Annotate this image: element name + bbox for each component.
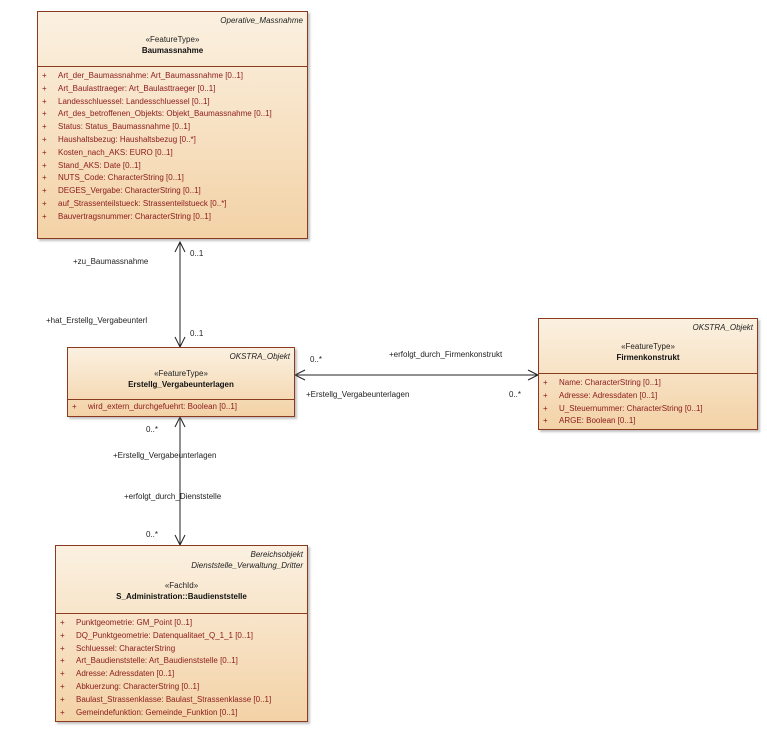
- attribute[interactable]: +DQ_Punktgeometrie: Datenqualitaet_Q_1_1…: [60, 630, 253, 640]
- class-baumassnahme[interactable]: Operative_Massnahme «FeatureType» Baumas…: [37, 11, 308, 239]
- class-name: Baumassnahme: [141, 46, 204, 55]
- attribute[interactable]: +U_Steuernummer: CharacterString [0..1]: [543, 403, 703, 413]
- class-erstellg-vergabeunterlagen[interactable]: OKSTRA_Objekt «FeatureType» Erstellg_Ver…: [67, 347, 295, 417]
- attribute[interactable]: +Landesschluessel: Landesschluessel [0..…: [42, 96, 210, 106]
- attribute[interactable]: +NUTS_Code: CharacterString [0..1]: [42, 173, 184, 183]
- arrowhead-up: [174, 240, 186, 253]
- attribute[interactable]: +Adresse: Adressdaten [0..1]: [60, 669, 175, 679]
- attribute[interactable]: +Art_Baulasttraeger: Art_Baulasttraeger …: [42, 83, 216, 93]
- attribute[interactable]: +ARGE: Boolean [0..1]: [543, 416, 636, 426]
- attribute[interactable]: +Name: CharacterString [0..1]: [543, 378, 661, 387]
- role-label-hat-erstellg: +hat_Erstellg_Vergabeunterl: [46, 316, 148, 325]
- package-label: Operative_Massnahme: [220, 16, 303, 25]
- role-label-erstellg-vergabeunterlagen: +Erstellg_Vergabeunterlagen: [306, 390, 410, 399]
- attribute[interactable]: +Punktgeometrie: GM_Point [0..1]: [60, 618, 193, 627]
- stereotype-label: «FeatureType»: [145, 35, 200, 44]
- class-name: Erstellg_Vergabeunterlagen: [128, 380, 234, 389]
- class-name: S_Administration::Baudienststelle: [116, 592, 247, 601]
- attribute[interactable]: +Status: Status_Baumassnahme [0..1]: [42, 122, 191, 132]
- multiplicity-label: 0..*: [146, 530, 159, 539]
- stereotype-label: «FeatureType»: [621, 342, 675, 351]
- role-label-erfolgt-durch-dienststelle: +erfolgt_durch_Dienststelle: [124, 492, 222, 501]
- class-firmenkonstrukt[interactable]: OKSTRA_Objekt «FeatureType» Firmenkonstr…: [538, 318, 758, 430]
- attribute-list: +wird_extern_durchgefuehrt: Boolean [0..…: [68, 399, 294, 414]
- attribute[interactable]: +Art_Baudienststelle: Art_Baudienststell…: [60, 656, 238, 666]
- stereotype-label: «FachId»: [164, 581, 199, 590]
- package-line-2: Dienststelle_Verwaltung_Dritter: [191, 561, 303, 570]
- attribute[interactable]: +Haushaltsbezug: Haushaltsbezug [0..*]: [42, 134, 196, 144]
- role-label-zu-baumassnahme: +zu_Baumassnahme: [73, 257, 149, 266]
- class-baudienststelle[interactable]: Bereichsobjekt Dienststelle_Verwaltung_D…: [55, 545, 308, 722]
- arrowhead-left: [293, 369, 306, 381]
- package-line-1: Bereichsobjekt: [250, 550, 303, 559]
- multiplicity-label: 0..1: [190, 249, 204, 258]
- attribute[interactable]: +Kosten_nach_AKS: EURO [0..1]: [42, 147, 173, 157]
- multiplicity-label: 0..*: [146, 425, 159, 434]
- attribute[interactable]: +Adresse: Adressdaten [0..1]: [543, 390, 658, 400]
- attribute[interactable]: +DEGES_Vergabe: CharacterString [0..1]: [42, 186, 201, 196]
- attribute[interactable]: +auf_Strassenteilstueck: Strassenteilstu…: [42, 198, 227, 208]
- attribute[interactable]: +wird_extern_durchgefuehrt: Boolean [0..…: [72, 402, 237, 411]
- attribute[interactable]: +Stand_AKS: Date [0..1]: [42, 160, 141, 170]
- role-label-erstellg-vergabeunterlagen: +Erstellg_Vergabeunterlagen: [113, 451, 217, 460]
- attribute[interactable]: +Baulast_Strassenklasse: Baulast_Strasse…: [60, 694, 272, 704]
- package-label: Bereichsobjekt Dienststelle_Verwaltung_D…: [191, 549, 303, 571]
- multiplicity-label: 0..1: [190, 329, 204, 338]
- stereotype-label: «FeatureType»: [154, 369, 208, 378]
- attribute-list: +Art_der_Baumassnahme: Art_Baumassnahme …: [38, 66, 307, 224]
- role-label-erfolgt-durch-firmenkonstrukt: +erfolgt_durch_Firmenkonstrukt: [389, 350, 503, 359]
- package-label: OKSTRA_Objekt: [229, 352, 290, 361]
- arrowhead-up-2: [174, 415, 186, 428]
- attribute[interactable]: +Gemeindefunktion: Gemeinde_Funktion [0.…: [60, 707, 238, 717]
- attribute[interactable]: +Bauvertragsnummer: CharacterString [0..…: [42, 211, 211, 221]
- multiplicity-label: 0..*: [509, 390, 522, 399]
- class-name: Firmenkonstrukt: [616, 353, 680, 362]
- attribute-list: +Name: CharacterString [0..1] +Adresse: …: [539, 373, 757, 428]
- attribute[interactable]: +Art_des_betroffenen_Objekts: Objekt_Bau…: [42, 109, 272, 119]
- attribute[interactable]: +Schluessel: CharacterString: [60, 643, 176, 653]
- attribute[interactable]: +Abkuerzung: CharacterString [0..1]: [60, 681, 200, 691]
- package-label: OKSTRA_Objekt: [692, 323, 753, 332]
- multiplicity-label: 0..*: [310, 355, 323, 364]
- attribute-list: +Punktgeometrie: GM_Point [0..1] +DQ_Pun…: [56, 613, 307, 719]
- attribute[interactable]: +Art_der_Baumassnahme: Art_Baumassnahme …: [42, 71, 243, 80]
